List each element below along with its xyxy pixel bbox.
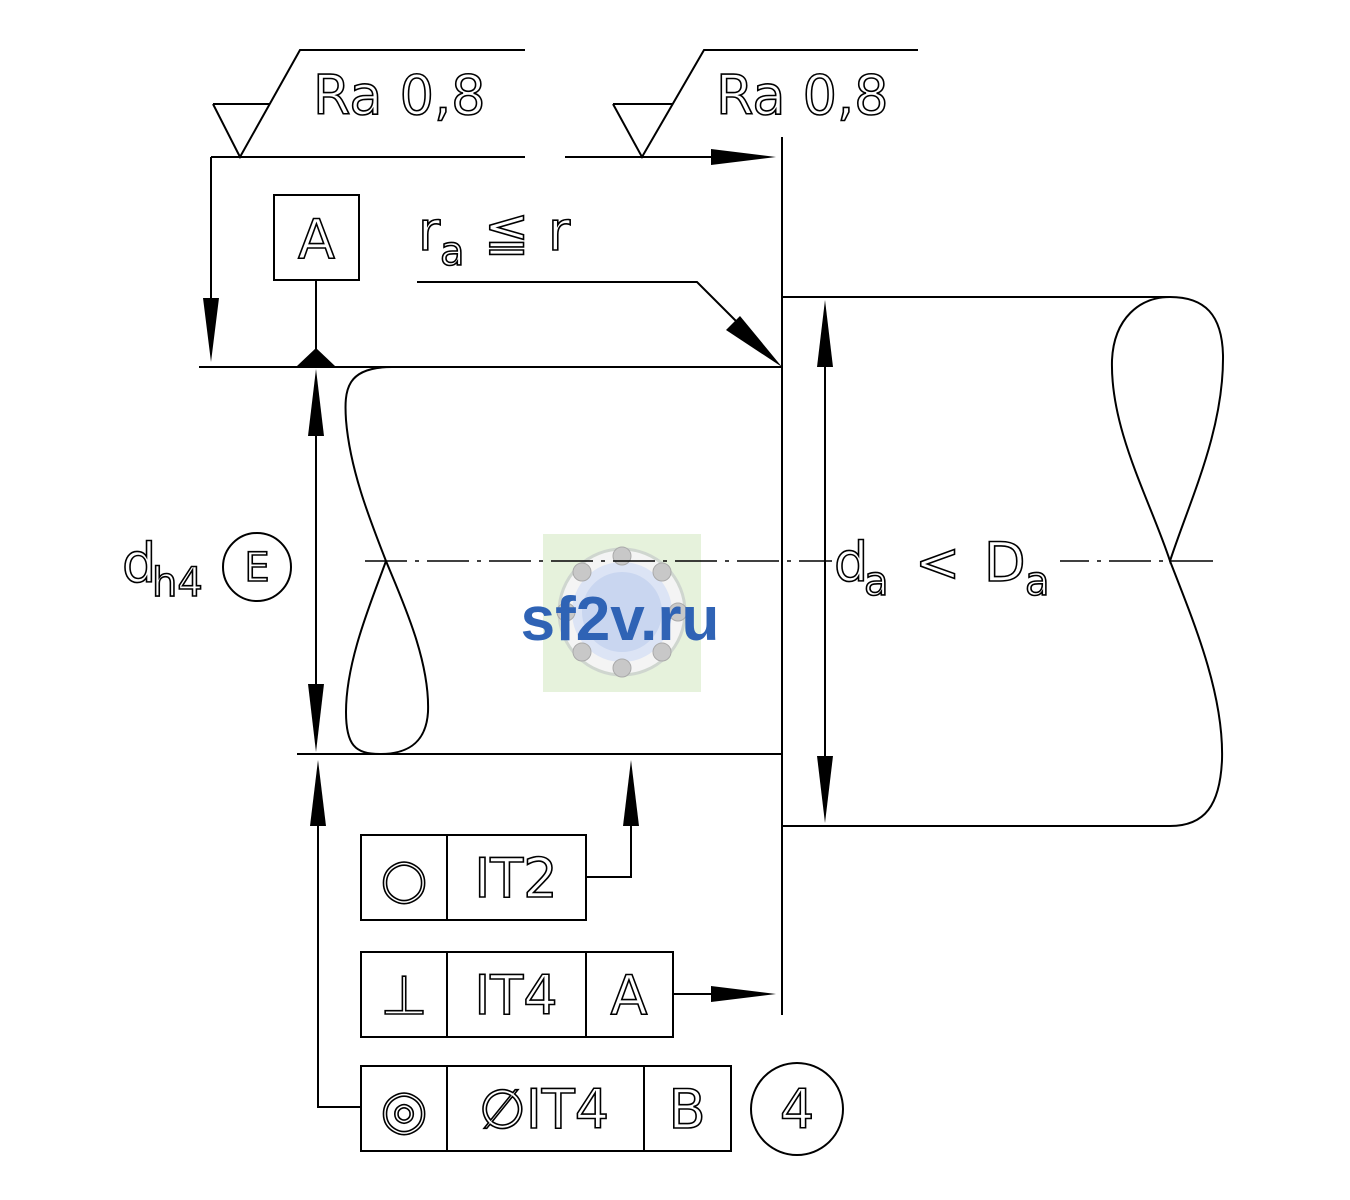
shoulder-diameter-dimension: d a < D a [817, 300, 1060, 823]
shoulder-break-bottom [1169, 560, 1224, 827]
envelope-label: E [244, 545, 269, 591]
shaft-outline [199, 366, 782, 756]
shoulder-dim-rhs-sub: a [1025, 559, 1050, 605]
surface-finish-symbol-1: Ra 0,8 [212, 49, 525, 160]
watermark-text: sf2v.ru [521, 585, 720, 654]
surface-finish-label-2: Ra 0,8 [716, 64, 888, 127]
shaft-dim-arrow-bottom [308, 684, 324, 752]
fillet-note: r a ≦ r [417, 199, 782, 367]
shoulder-outline [782, 296, 1225, 827]
shaft-dim-arrow-top [308, 369, 324, 436]
coaxiality-tolerance: ∅IT4 [479, 1078, 609, 1141]
coaxiality-arrow [310, 760, 326, 826]
roundness-symbol: ○ [380, 847, 427, 910]
datum-a-label: A [298, 208, 335, 271]
perpendicularity-symbol: ⊥ [380, 964, 427, 1027]
fillet-relation: ≦ [484, 200, 529, 263]
finish-arrow-down [203, 298, 219, 362]
fillet-r-rhs: r [548, 200, 571, 263]
fillet-arrow [726, 316, 782, 367]
datum-a-symbol: A [273, 194, 360, 366]
datum-triangle [297, 348, 335, 366]
perpendicularity-tolerance: IT4 [474, 964, 557, 1027]
shaft-break-line [344, 366, 430, 756]
watermark: sf2v.ru [521, 534, 720, 692]
roundness-tolerance: IT2 [474, 847, 557, 910]
note-number: 4 [780, 1078, 814, 1141]
shoulder-dim-main: d [834, 531, 868, 594]
roundness-arrow [623, 760, 639, 826]
shoulder-dim-rhs: D [984, 531, 1026, 594]
envelope-circle [222, 532, 292, 602]
shoulder-dim-relation: < [915, 531, 960, 594]
shaft-diameter-dimension: d h4 E [121, 369, 324, 752]
shoulder-dim-sub: a [864, 559, 889, 605]
shaft-dim-sub: h4 [152, 560, 203, 606]
fillet-r-sub: a [440, 229, 465, 275]
perpendicularity-arrow [711, 986, 776, 1002]
shoulder-break-top [1110, 296, 1225, 565]
shoulder-dim-arrow-bottom [817, 756, 833, 823]
bearing-balls [556, 546, 688, 678]
note-circle [750, 1062, 844, 1156]
surface-finish-symbol-2: Ra 0,8 [612, 49, 918, 160]
shaft-dim-main: d [122, 532, 156, 595]
roundness-frame: ○ IT2 [360, 760, 639, 921]
coaxiality-symbol: ◎ [380, 1078, 427, 1141]
coaxiality-frame: ◎ ∅IT4 B 4 [310, 760, 844, 1156]
shoulder-dim-arrow-top [817, 300, 833, 367]
coaxiality-datum: B [668, 1078, 705, 1141]
perpendicularity-datum: A [611, 964, 648, 1027]
surface-finish-label-1: Ra 0,8 [313, 64, 485, 127]
fillet-r: r [418, 200, 441, 263]
finish-arrow-right [711, 149, 776, 165]
perpendicularity-frame: ⊥ IT4 A [360, 951, 776, 1038]
